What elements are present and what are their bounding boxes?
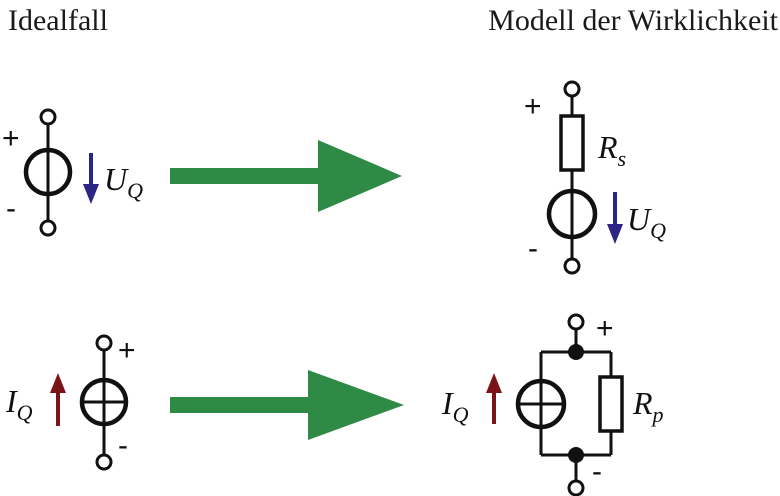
plus-sign: + — [524, 90, 542, 123]
voltage-symbol: U — [104, 161, 129, 197]
terminal-bottom — [563, 257, 581, 275]
plus-sign: + — [596, 312, 614, 345]
minus-sign: - — [592, 455, 602, 488]
real-current-source: Rp + - IQ — [441, 312, 664, 496]
voltage-label: UQ — [627, 201, 666, 243]
plus-sign: + — [118, 334, 136, 367]
junction-node-top — [568, 344, 584, 360]
series-resistor-symbol: R — [597, 129, 618, 165]
terminal-top — [95, 334, 113, 352]
real-voltage-source: Rs + - UQ — [524, 80, 666, 275]
current-arrow-icon — [50, 373, 66, 426]
current-subscript: Q — [453, 402, 469, 427]
ideal-current-source: + - IQ — [5, 334, 136, 471]
transform-arrow-top — [170, 140, 402, 212]
junction-node-bottom — [568, 447, 584, 463]
terminal-top — [563, 80, 581, 98]
parallel-resistor-symbol: R — [632, 385, 653, 421]
current-symbol: I — [441, 385, 454, 421]
heading-real-model: Modell der Wirklichkeit — [488, 4, 778, 37]
current-arrow-icon — [486, 373, 502, 424]
parallel-resistor-label: Rp — [632, 385, 664, 427]
current-subscript: Q — [17, 400, 33, 425]
voltage-subscript: Q — [650, 218, 666, 243]
voltage-label: UQ — [104, 161, 143, 203]
series-resistor — [559, 114, 585, 172]
terminal-bottom — [567, 479, 585, 496]
minus-sign: - — [528, 232, 538, 265]
terminal-top — [39, 108, 57, 126]
voltage-subscript: Q — [127, 178, 143, 203]
parallel-resistor — [598, 375, 624, 433]
current-symbol: I — [5, 383, 18, 419]
transform-arrow-bottom — [170, 370, 404, 440]
heading-ideal: Idealfall — [8, 4, 108, 37]
terminal-bottom — [95, 453, 113, 471]
minus-sign: - — [6, 192, 16, 225]
minus-sign: - — [118, 429, 128, 462]
plus-sign: + — [2, 122, 20, 155]
ideal-voltage-source: + - UQ — [2, 108, 143, 237]
current-label: IQ — [441, 385, 469, 427]
series-resistor-subscript: s — [618, 146, 627, 171]
voltage-arrow-icon — [83, 153, 99, 204]
voltage-symbol: U — [627, 201, 652, 237]
series-resistor-label: Rs — [597, 129, 626, 171]
terminal-top — [567, 313, 585, 331]
parallel-resistor-subscript: p — [651, 402, 664, 427]
voltage-arrow-icon — [607, 192, 623, 244]
terminal-bottom — [39, 219, 57, 237]
current-label: IQ — [5, 383, 33, 425]
